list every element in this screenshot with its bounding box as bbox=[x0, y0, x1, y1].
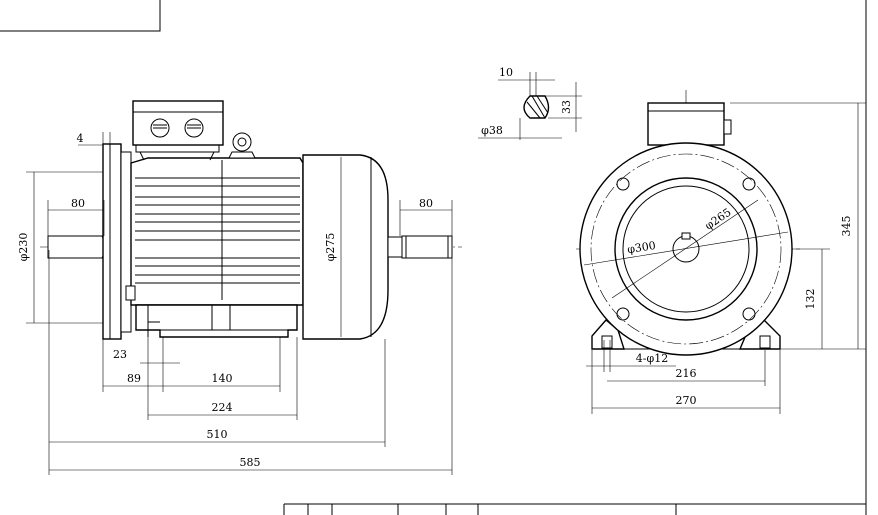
end-pcd-circle bbox=[590, 153, 782, 345]
dim-shaft-left: 80 bbox=[47, 197, 105, 236]
label-216: 216 bbox=[676, 367, 697, 380]
label-10: 10 bbox=[499, 66, 513, 79]
label-33: 33 bbox=[560, 100, 573, 114]
right-shaft bbox=[387, 235, 453, 259]
end-spigot-circle bbox=[614, 177, 758, 321]
label-80-left: 80 bbox=[71, 197, 85, 210]
dim-shaft-right: 80 bbox=[399, 197, 453, 236]
cable-gland-right bbox=[184, 118, 204, 138]
label-4: 4 bbox=[77, 132, 84, 145]
dim-flange-thickness: 4 bbox=[77, 132, 111, 146]
bolt-hole-tr bbox=[742, 177, 756, 191]
label-4-phi12: 4-φ12 bbox=[636, 352, 668, 365]
label-132: 132 bbox=[804, 289, 817, 310]
end-feet bbox=[591, 319, 781, 350]
terminal-box bbox=[132, 100, 224, 161]
fan-cover bbox=[302, 154, 389, 340]
end-outer-circle bbox=[579, 142, 793, 356]
lifting-eye bbox=[228, 132, 256, 159]
end-terminal-box bbox=[647, 102, 732, 146]
bolt-hole-tl bbox=[616, 177, 630, 191]
dim-flange-diameter: φ230 bbox=[17, 171, 103, 324]
label-89: 89 bbox=[127, 372, 141, 385]
label-270: 270 bbox=[676, 394, 697, 407]
label-510: 510 bbox=[207, 428, 228, 441]
label-345: 345 bbox=[840, 216, 853, 237]
dim-chain-bottom: 23 89 140 224 510 585 bbox=[48, 250, 453, 475]
label-phi300: φ300 bbox=[626, 239, 656, 256]
bolt-hole-br bbox=[742, 307, 756, 321]
end-view: φ300 φ265 345 132 4-φ12 216 270 bbox=[576, 90, 866, 414]
label-phi230: φ230 bbox=[17, 233, 30, 262]
label-phi38: φ38 bbox=[481, 124, 503, 137]
flange bbox=[102, 143, 132, 340]
dim-housing-diameter: φ275 bbox=[324, 157, 342, 337]
label-80-right: 80 bbox=[419, 197, 433, 210]
stator-housing bbox=[125, 157, 304, 306]
key-detail: 10 33 φ38 bbox=[478, 66, 582, 140]
label-phi275: φ275 bbox=[324, 233, 337, 262]
side-view: 4 80 φ230 φ275 80 bbox=[17, 100, 462, 475]
cable-gland-left bbox=[150, 118, 170, 138]
side-feet bbox=[135, 304, 298, 338]
label-585: 585 bbox=[240, 456, 261, 469]
bolt-hole-bl bbox=[616, 307, 630, 321]
left-shaft bbox=[47, 235, 106, 259]
label-23: 23 bbox=[113, 348, 127, 361]
label-140: 140 bbox=[212, 372, 233, 385]
label-224: 224 bbox=[212, 401, 233, 414]
